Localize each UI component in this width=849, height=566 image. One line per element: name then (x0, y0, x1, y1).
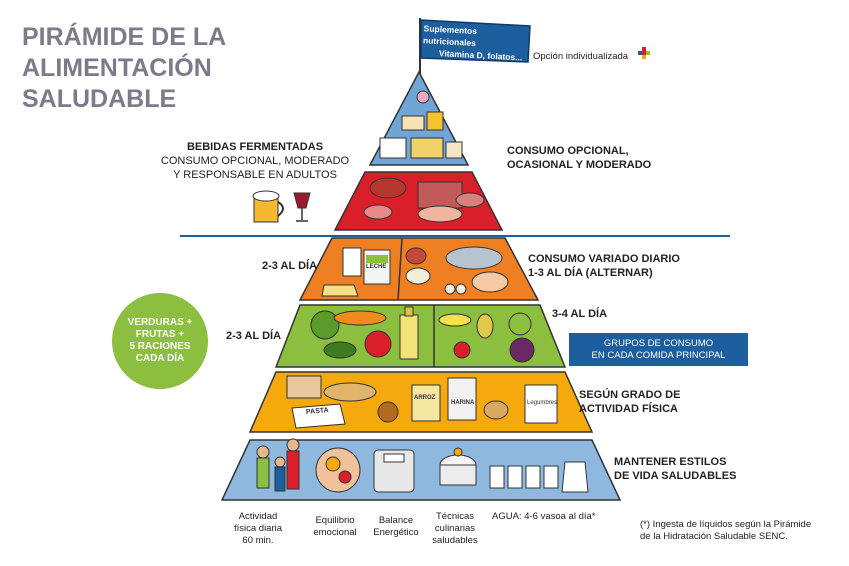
varied-line2: 1-3 AL DÍA (ALTERNAR) (528, 267, 653, 279)
footnote-line1: (*) Ingesta de líquidos según la Pirámid… (640, 519, 812, 530)
dairy-frequency-label: 2-3 AL DÍA (262, 260, 318, 272)
protein-icon (405, 246, 509, 295)
badge-line3: 5 RACIONES (129, 341, 191, 352)
family-activity-icon (256, 438, 300, 492)
sweets-icon (379, 90, 463, 159)
badge-line2: FRUTAS + (135, 329, 185, 340)
caption-emotional-line1: Equilibrio (315, 515, 355, 526)
badge-line4: CADA DÍA (135, 353, 185, 364)
caption-cooking-line2: culinarias (434, 523, 476, 534)
water-glasses-icon (489, 461, 589, 493)
caption-activity-line3: 60 min. (242, 535, 274, 546)
caption-emotional: Equilibrio emocional (305, 515, 365, 539)
varied-consumption-label: CONSUMO VARIADO DIARIO 1-3 AL DÍA (ALTER… (528, 252, 680, 280)
fermented-line3: Y RESPONSABLE EN ADULTOS (173, 169, 337, 181)
footnote-line2: de la Hidratación Saludable SENC. (640, 531, 788, 542)
flour-label: HARINA (451, 400, 475, 406)
medical-cross-icon (638, 47, 650, 59)
cereal-activity-label: SEGÚN GRADO DE ACTIVIDAD FÍSICA (579, 388, 680, 416)
milk-label: LECHE (366, 264, 387, 270)
flag-text: Suplementos nutricionales Vitamina D, fo… (422, 22, 528, 63)
optional-individual-label: Opción individualizada (533, 51, 629, 62)
steamer-pot-icon (439, 447, 477, 486)
vegetables-fruit-badge: VERDURAS + FRUTAS + 5 RACIONES CADA DÍA (112, 293, 208, 389)
olive-oil-icon (399, 306, 419, 360)
supplements-flag (420, 19, 531, 63)
fruit-frequency-label: 3-4 AL DÍA (552, 308, 608, 320)
optional-line1: CONSUMO OPCIONAL, (507, 145, 629, 157)
scale-icon (373, 449, 415, 493)
caption-energy-line1: Balance (378, 515, 414, 526)
base-line1: MANTENER ESTILOS (614, 456, 727, 468)
caption-cooking-line1: Técnicas (435, 511, 474, 522)
caption-energy: Balance Energético (366, 515, 426, 539)
optional-line2: OCASIONAL Y MODERADO (507, 159, 652, 171)
dairy-icon (321, 247, 391, 297)
main-meal-groups-box: GRUPOS DE CONSUMO EN CADA COMIDA PRINCIP… (569, 333, 748, 366)
caption-emotional-line2: emocional (313, 527, 357, 538)
brain-gears-icon (315, 447, 361, 493)
badge-line1: VERDURAS + (127, 317, 193, 328)
cereal-line1: SEGÚN GRADO DE (579, 389, 681, 401)
oil-frequency-label: 2-3 AL DÍA (226, 330, 282, 342)
varied-line1: CONSUMO VARIADO DIARIO (528, 253, 680, 265)
caption-water: AGUA: 4-6 vasoa al día* (492, 511, 612, 523)
wine-glass-icon (293, 192, 311, 222)
hydration-footnote: (*) Ingesta de líquidos según la Pirámid… (640, 519, 811, 543)
cereals-icon (286, 375, 558, 429)
caption-cooking-line3: saludables (432, 535, 478, 546)
caption-activity-line1: Actividad (238, 511, 278, 522)
caption-energy-line2: Energético (373, 527, 419, 538)
vegetables-icon (310, 310, 392, 359)
rice-label: ARROZ (414, 395, 436, 401)
cereal-line2: ACTIVIDAD FÍSICA (579, 403, 678, 415)
fermented-line2: CONSUMO OPCIONAL, MODERADO (160, 155, 350, 167)
grupos-line2: EN CADA COMIDA PRINCIPAL (591, 349, 726, 361)
lifestyle-label: MANTENER ESTILOS DE VIDA SALUDABLES (614, 455, 736, 483)
beer-icon (252, 190, 284, 223)
fermented-title: BEBIDAS FERMENTADAS (186, 141, 324, 153)
caption-activity-line2: física diaria (233, 523, 283, 534)
fruit-icon (438, 312, 535, 363)
caption-activity: Actividad física diaria 60 min. (228, 511, 288, 547)
legumes-label: Legumbres (527, 400, 558, 406)
optional-consumption-label: CONSUMO OPCIONAL, OCASIONAL Y MODERADO (507, 144, 651, 172)
page-title: PIRÁMIDE DE LA ALIMENTACIÓN SALUDABLE (22, 23, 226, 113)
base-line2: DE VIDA SALUDABLES (614, 470, 737, 482)
caption-cooking: Técnicas culinarias saludables (425, 511, 485, 547)
processed-meat-icon (363, 177, 485, 223)
grupos-line1: GRUPOS DE CONSUMO (603, 337, 714, 349)
fermented-beverages-label: BEBIDAS FERMENTADAS CONSUMO OPCIONAL, MO… (155, 140, 355, 182)
caption-water-line1: AGUA: 4-6 vasoa al día* (492, 511, 596, 522)
